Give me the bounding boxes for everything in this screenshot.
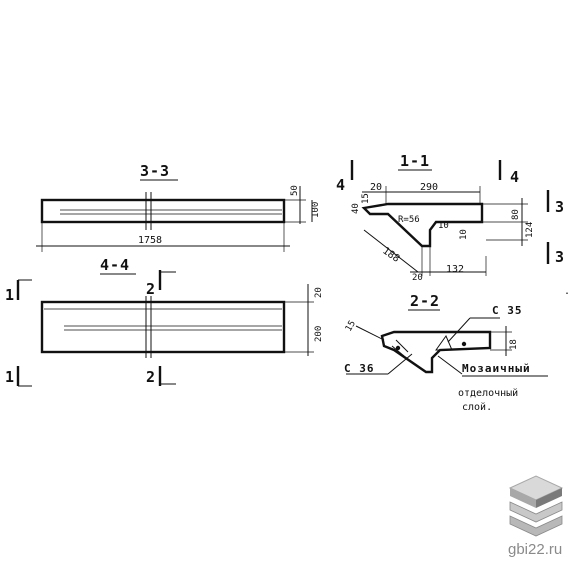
hatch-1: [395, 339, 409, 353]
dim-50: 50: [290, 185, 300, 196]
cut-2-top-label: 2: [146, 280, 156, 298]
steel-mark-c36: C 36: [344, 362, 375, 375]
cut-1-top-label: 1: [5, 286, 15, 304]
section-4-4-label: 4-4: [100, 256, 130, 274]
section-2-2-label: 2-2: [410, 292, 440, 310]
dim-124: 124: [525, 222, 535, 238]
hatch-2: [391, 345, 405, 357]
mosaic-note-line2: отделочный: [458, 387, 518, 399]
dim-290: 290: [420, 182, 438, 193]
cut-1-bottom-label: 1: [5, 368, 15, 386]
cut-3-bottom-label: 3: [555, 248, 565, 266]
dim-188: 188: [380, 245, 401, 264]
c36-leader: [387, 353, 413, 375]
dim-132: 132: [446, 264, 464, 275]
dim-15: 15: [361, 193, 371, 204]
cut-4-right-label: 4: [510, 168, 520, 186]
steel-mark-c35: C 35: [492, 304, 523, 317]
section-1-1-label: 1-1: [400, 152, 430, 170]
section-4-4-view: 4-4 20 200 1 1 2 2: [5, 256, 324, 387]
triangle-mark: [435, 334, 453, 351]
dim-100: 100: [311, 202, 321, 218]
beam-3-3-outline: [40, 198, 286, 224]
dim-80: 80: [511, 209, 521, 220]
dim-20-top: 20: [370, 182, 382, 193]
section-3-3-label: 3-3: [140, 162, 170, 180]
dim-200: 200: [314, 326, 324, 342]
beam-4-4-outline: [40, 300, 286, 354]
dim-line-15: [355, 325, 385, 341]
dim-20: 20: [314, 287, 324, 298]
dim-20-bottom: 20: [412, 273, 423, 283]
dim-r56: R=56: [398, 215, 420, 225]
watermark-site: gbi22.ru: [508, 541, 562, 558]
profile-2-2-outline: [380, 330, 492, 374]
profile-1-1-outline: [361, 202, 484, 248]
c35-leader: [447, 317, 471, 343]
rebar-dot-left: [395, 345, 401, 351]
mosaic-note-line1: Мозаичный: [462, 362, 531, 375]
edge-mark: .: [564, 286, 570, 297]
section-1-1-view: 1-1 4 4 20 290 40 15 R=56 10 10 80 124 3…: [336, 152, 565, 283]
rebar-dot-right: [461, 341, 467, 347]
dim-length-1758: 1758: [138, 235, 162, 246]
dim-18: 18: [509, 339, 519, 350]
dim-line-188: [363, 229, 419, 273]
dim-10-a: 10: [438, 221, 449, 231]
mosaic-leader: [437, 355, 463, 375]
cut-2-bottom-label: 2: [146, 368, 156, 386]
dim-10-b: 10: [459, 229, 469, 240]
logo-slab-middle: [509, 501, 563, 523]
dim-40: 40: [351, 203, 361, 214]
logo-slab-bottom: [509, 515, 563, 537]
logo-slab-top-left: [510, 488, 536, 508]
mosaic-note-line3: слой.: [462, 401, 492, 413]
section-2-2-view: 2-2 15 C 35 18 C 36 Мозаичный отделочный…: [344, 292, 548, 413]
cut-4-left-label: 4: [336, 176, 346, 194]
section-3-3-view: 3-3 1758 50 100: [36, 162, 321, 252]
watermark-logo: [508, 475, 564, 537]
cut-3-top-label: 3: [555, 198, 565, 216]
dim-15-2: 15: [344, 319, 358, 333]
logo-slab-top-right: [536, 488, 562, 508]
